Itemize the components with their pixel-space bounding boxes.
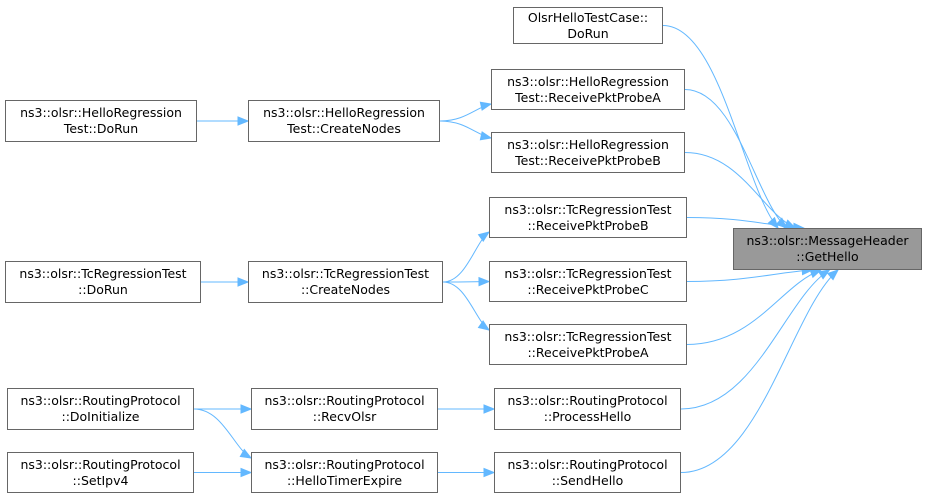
node-routing-protocol-hellotimerexpire[interactable]: ns3::olsr::RoutingProtocol ::HelloTimerE… [251,452,438,493]
node-hello-regression-dorun[interactable]: ns3::olsr::HelloRegression Test::DoRun [5,100,197,142]
node-label-line2: ::ReceivePktProbeC [527,281,649,297]
node-label-line2: ::CreateNodes [300,282,391,297]
node-label-line2: ::SetIpv4 [72,472,129,488]
arrowhead [240,467,253,478]
arrowhead [240,404,253,414]
node-hello-regression-receive-probe-b[interactable]: ns3::olsr::HelloRegression Test::Receive… [491,132,685,173]
node-label-line2: ::GetHello [796,249,859,264]
node-label-line2: ::RecvOlsr [312,409,377,424]
node-label-line1: ns3::olsr::RoutingProtocol [20,393,181,408]
node-label-line1: ns3::olsr::TcRegressionTest [504,265,672,281]
node-label-line1: ns3::olsr::TcRegressionTest [504,328,672,344]
node-label-line1: OlsrHelloTestCase:: [527,9,649,25]
node-label-line1: ns3::olsr::RoutingProtocol [20,456,181,472]
node-label-line1: ns3::olsr::RoutingProtocol [264,393,425,408]
arrowhead [477,231,491,242]
node-routing-protocol-doinitialize[interactable]: ns3::olsr::RoutingProtocol ::DoInitializ… [7,388,194,430]
node-tc-regression-create-nodes[interactable]: ns3::olsr::TcRegressionTest ::CreateNode… [248,261,443,303]
node-olsr-hello-testcase-dorun[interactable]: OlsrHelloTestCase:: DoRun [513,7,663,44]
node-label-line1: ns3::olsr::HelloRegression [507,73,669,89]
node-label-line1: ns3::olsr::HelloRegression [263,105,425,120]
arrowhead [818,269,831,280]
arrowhead [237,277,250,287]
edge-rp_doinitialize-to-rp_hellotimerexpire [193,408,252,459]
node-label-line2: Test::CreateNodes [287,121,401,136]
arrowhead [478,276,491,287]
node-label-line1: ns3::olsr::HelloRegression [507,136,669,152]
node-label-line2: ::SendHello [551,472,624,488]
arrowhead [767,216,779,230]
arrowhead [237,116,250,126]
node-label-line2: ::ProcessHello [543,409,632,424]
edge-hello_receive_probe_b-to-message_header_gethello [684,152,796,229]
edge-tc_receive_probe_a-to-message_header_gethello [686,269,822,345]
node-label-line2: ::DoRun [78,282,128,297]
node-label-line2: Test::DoRun [63,121,139,136]
node-tc-regression-receive-probe-b[interactable]: ns3::olsr::TcRegressionTest ::ReceivePkt… [489,197,687,238]
arrowhead [477,320,491,331]
node-label-line1: ns3::olsr::TcRegressionTest [19,266,187,281]
node-routing-protocol-processhello[interactable]: ns3::olsr::RoutingProtocol ::ProcessHell… [494,388,681,430]
node-hello-regression-receive-probe-a[interactable]: ns3::olsr::HelloRegression Test::Receive… [491,69,685,110]
node-label-line1: ns3::olsr::TcRegressionTest [504,201,672,217]
node-message-header-gethello[interactable]: ns3::olsr::MessageHeader ::GetHello [733,228,922,270]
edge-tc_receive_probe_c-to-message_header_gethello [686,269,813,282]
node-label-line1: ns3::olsr::HelloRegression [20,105,182,120]
arrowhead [483,404,496,414]
arrowhead [239,448,253,459]
edge-tc_receive_probe_b-to-message_header_gethello [686,217,804,229]
node-label-line2: ::ReceivePktProbeB [527,217,649,233]
node-label-line2: ::HelloTimerExpire [286,472,403,488]
arrowhead [483,467,496,478]
node-label-line2: ::DoInitialize [61,409,140,424]
node-routing-protocol-sendhello[interactable]: ns3::olsr::RoutingProtocol ::SendHello [494,452,681,493]
node-label-line1: ns3::olsr::RoutingProtocol [507,393,668,408]
node-tc-regression-dorun[interactable]: ns3::olsr::TcRegressionTest ::DoRun [5,261,201,303]
node-label-line1: ns3::olsr::RoutingProtocol [507,456,668,472]
arrowhead [826,269,840,281]
node-hello-regression-create-nodes[interactable]: ns3::olsr::HelloRegression Test::CreateN… [248,100,440,142]
node-label-line1: ns3::olsr::RoutingProtocol [264,456,425,472]
arrowhead [479,131,493,141]
node-label-line2: Test::ReceivePktProbeA [515,89,661,105]
node-label-line2: ::ReceivePktProbeA [527,344,649,360]
edge-rp_sendhello-to-message_header_gethello [680,269,839,473]
node-label-line1: ns3::olsr::MessageHeader [746,233,909,248]
node-routing-protocol-recvolsr[interactable]: ns3::olsr::RoutingProtocol ::RecvOlsr [251,388,438,430]
node-label-line2: DoRun [567,25,609,41]
edge-rp_processhello-to-message_header_gethello [680,269,830,410]
edge-hello_receive_probe_a-to-message_header_gethello [684,89,787,229]
arrowhead [479,101,493,111]
node-routing-protocol-setipv4[interactable]: ns3::olsr::RoutingProtocol ::SetIpv4 [7,452,194,493]
node-label-line1: ns3::olsr::TcRegressionTest [261,266,430,281]
node-tc-regression-receive-probe-c[interactable]: ns3::olsr::TcRegressionTest ::ReceivePkt… [489,261,687,302]
node-tc-regression-receive-probe-a[interactable]: ns3::olsr::TcRegressionTest ::ReceivePkt… [489,324,687,365]
edge-olsr_hello_testcase_dorun-to-message_header_gethello [662,25,779,229]
node-label-line2: Test::ReceivePktProbeB [515,152,661,168]
